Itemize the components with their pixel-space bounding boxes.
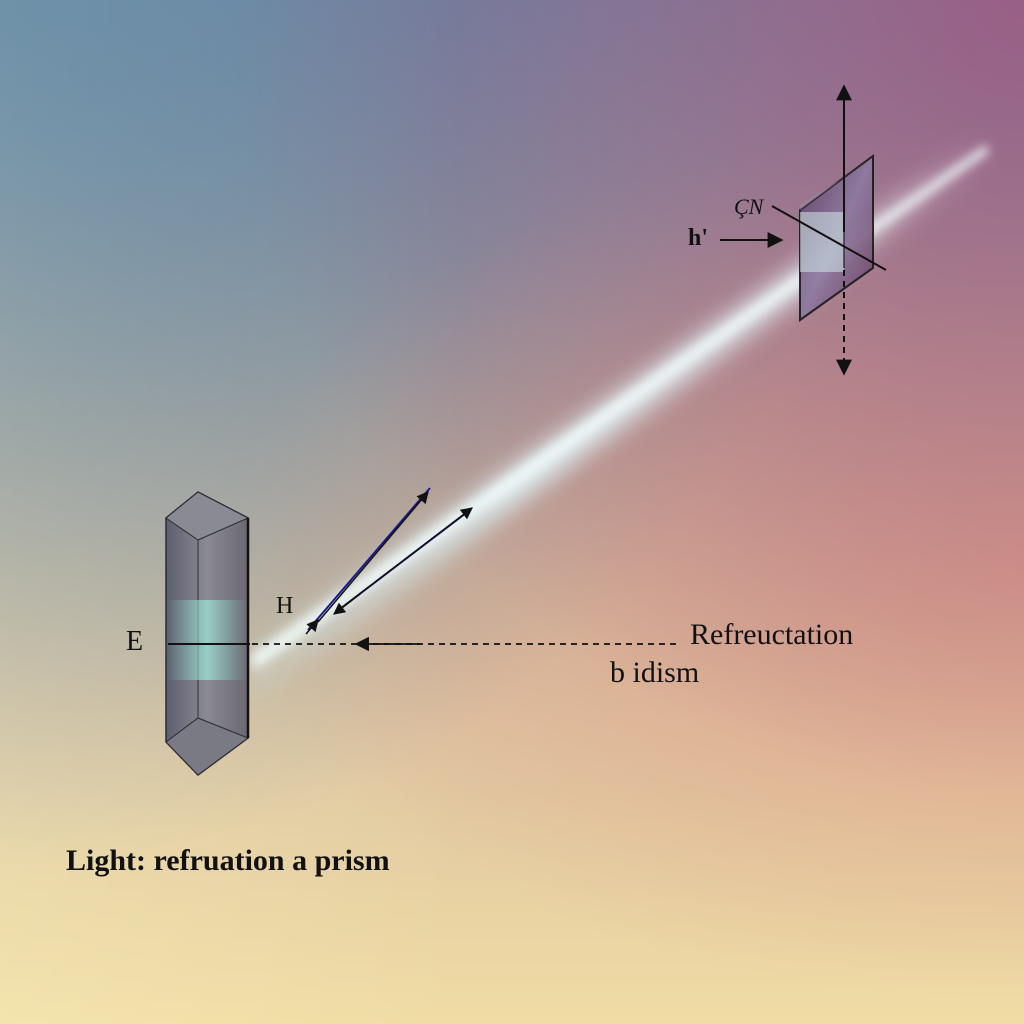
label-h: H (276, 593, 294, 619)
left-prism (165, 491, 250, 776)
incident-rays (305, 487, 473, 635)
label-refraction-sub: b idism (610, 656, 700, 689)
label-h-prime: h' (688, 225, 709, 251)
light-beam (240, 130, 1000, 700)
right-prism (771, 154, 887, 322)
label-e: E (126, 626, 144, 657)
label-cn: ÇN (734, 194, 764, 219)
label-refraction: Refreuctation (690, 618, 854, 651)
diagram-caption: Light: refruation a prism (66, 844, 390, 877)
